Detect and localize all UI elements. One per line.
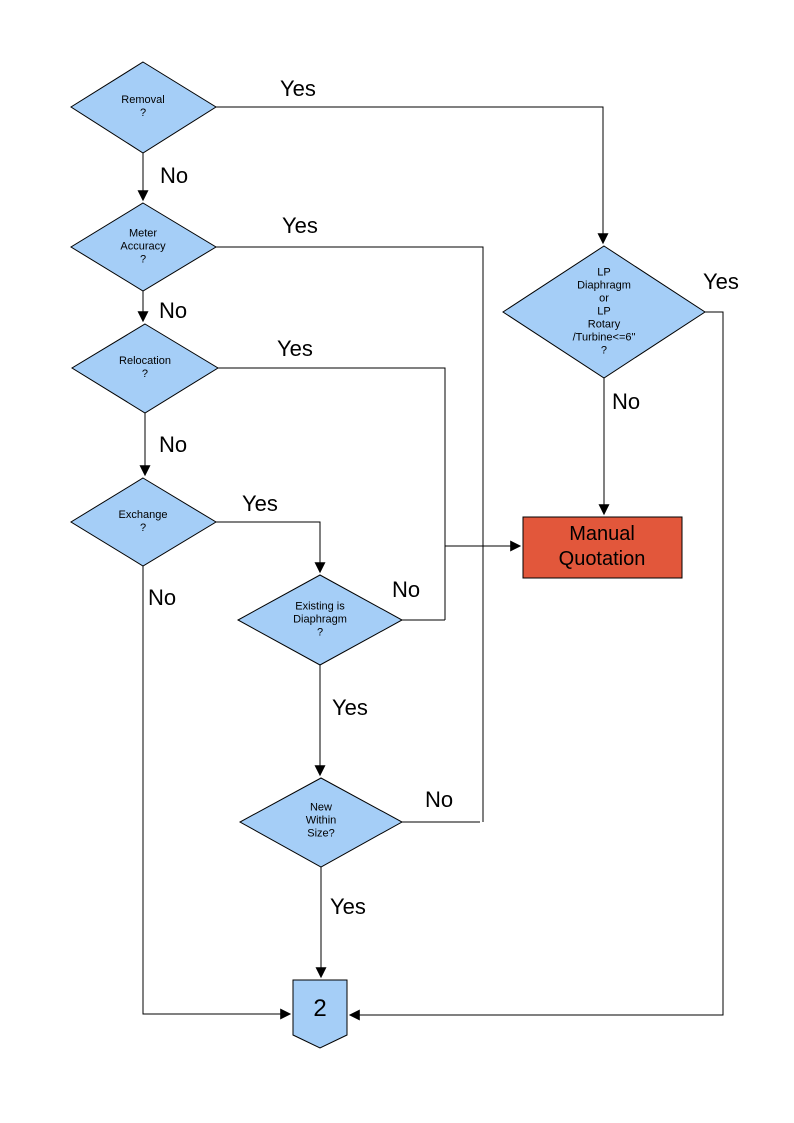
newsize-yes-label: Yes: [330, 894, 366, 919]
existing-yes-label: Yes: [332, 695, 368, 720]
relocation-yes-label: Yes: [277, 336, 313, 361]
removal-no-label: No: [160, 163, 189, 188]
existing-no-label: No: [392, 577, 421, 602]
manual-quotation-box: [522, 516, 683, 579]
meter-yes-label: Yes: [282, 213, 318, 238]
newsize-no-label: No: [425, 787, 454, 812]
lp-no-label: No: [612, 389, 641, 414]
edge-exchange-no: [142, 566, 292, 1020]
meter-accuracy-diamond: [70, 202, 217, 292]
new-within-size-label: New Within Size?: [305, 801, 337, 840]
exchange-label: Exchange ?: [118, 509, 168, 534]
edge-meter-yes: [216, 246, 484, 822]
edge-removal-yes: [216, 106, 609, 245]
exchange-diamond: [70, 477, 217, 567]
lp-yes-label: Yes: [703, 269, 739, 294]
manual-quotation-label: Manual Quotation: [558, 523, 646, 570]
connector-2-label: 2: [313, 995, 327, 1022]
relocation-label: Relocation ?: [119, 355, 171, 380]
removal-diamond: [70, 61, 217, 154]
new-within-size-diamond: [238, 777, 404, 868]
existing-diaphragm-diamond: [236, 574, 404, 666]
exchange-yes-label: Yes: [242, 491, 278, 516]
exchange-no-label: No: [148, 585, 177, 610]
connector-2-pentagon: [292, 979, 348, 1049]
existing-diaphragm-label: Existing is Diaphragm ?: [293, 600, 347, 639]
meter-accuracy-label: Meter Accuracy ?: [120, 227, 166, 266]
lp-meter-diamond: [502, 245, 706, 379]
removal-label: Removal ?: [121, 94, 165, 119]
edge-lp-yes: [348, 311, 724, 1021]
relocation-no-label: No: [159, 432, 188, 457]
lp-meter-label: LP Diaphragm or LP Rotary /Turbine<=6" ?: [572, 266, 636, 357]
relocation-diamond: [71, 323, 219, 414]
meter-no-label: No: [159, 298, 188, 323]
edge-exchange-yes: [216, 521, 326, 574]
edge-relocation-yes: [218, 367, 446, 620]
removal-yes-label: Yes: [280, 76, 316, 101]
